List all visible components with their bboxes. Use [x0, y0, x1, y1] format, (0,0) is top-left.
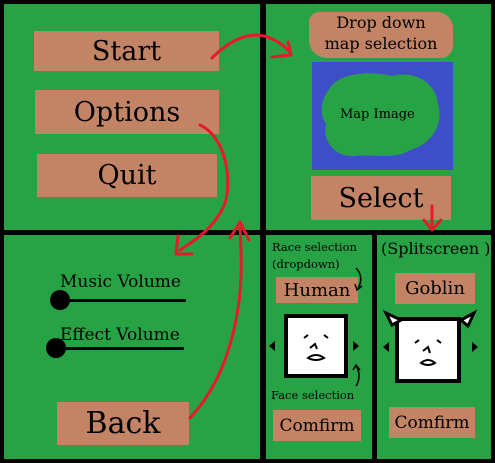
player1-select-panel: Race selection (dropdown) Human Face sel… — [266, 235, 372, 459]
player1-face-prev-arrow[interactable] — [269, 341, 275, 351]
player1-confirm-button[interactable]: Comfirm — [273, 410, 361, 441]
race-selection-note: Race selection (dropdown) — [272, 240, 357, 271]
player2-face-drawing — [414, 339, 442, 366]
splitscreen-label: (Splitscreen ) — [381, 239, 491, 258]
player2-confirm-button[interactable]: Comfirm — [389, 407, 475, 438]
player1-face-drawing — [303, 334, 329, 361]
face-selection-note: Face selection — [271, 388, 355, 402]
map-image: Map Image — [312, 62, 453, 170]
player2-face-next-arrow[interactable] — [472, 342, 478, 352]
player2-select-panel: (Splitscreen ) Goblin Comfirm — [377, 235, 491, 459]
quit-button[interactable]: Quit — [37, 154, 217, 197]
player2-face-portrait — [395, 317, 461, 383]
map-image-label: Map Image — [340, 107, 415, 122]
music-volume-track — [58, 299, 186, 302]
options-menu-panel: Music Volume Effect Volume Back — [4, 235, 260, 459]
effect-volume-slider[interactable] — [46, 337, 190, 361]
back-button[interactable]: Back — [57, 402, 189, 445]
music-volume-knob[interactable] — [50, 290, 70, 310]
main-menu-panel: Start Options Quit — [4, 4, 260, 230]
start-button[interactable]: Start — [34, 31, 219, 71]
select-button[interactable]: Select — [311, 176, 451, 220]
player1-face-next-arrow[interactable] — [353, 341, 359, 351]
options-button[interactable]: Options — [35, 90, 219, 134]
effect-volume-knob[interactable] — [46, 338, 66, 358]
player2-race-dropdown[interactable]: Goblin — [395, 273, 475, 304]
player2-face-prev-arrow[interactable] — [383, 342, 389, 352]
player1-race-dropdown[interactable]: Human — [276, 277, 358, 303]
player1-face-portrait — [284, 314, 348, 378]
island-shape — [321, 73, 440, 157]
music-volume-slider[interactable] — [50, 289, 190, 313]
music-volume-label: Music Volume — [60, 272, 181, 292]
map-select-panel: Drop down map selection Map Image Select — [266, 4, 491, 230]
effect-volume-label: Effect Volume — [60, 325, 180, 345]
effect-volume-track — [54, 347, 184, 350]
map-dropdown[interactable]: Drop down map selection — [309, 12, 453, 58]
